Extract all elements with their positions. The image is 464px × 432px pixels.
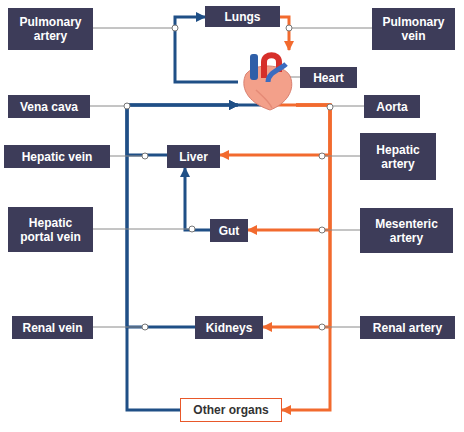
organ-box: Other organs: [180, 398, 282, 422]
node-text: Renal artery: [373, 321, 442, 335]
leader-dot: [142, 324, 148, 330]
leader-line: [93, 229, 192, 230]
artery-connector: [280, 17, 289, 50]
artery-connector: [263, 105, 330, 327]
leader-line: [90, 106, 127, 107]
label-box: Renal vein: [12, 316, 93, 339]
leader-line: [110, 156, 145, 157]
label-box: Hepatic artery: [360, 133, 436, 180]
label-box: Pulmonary artery: [8, 8, 93, 50]
leader-dot: [319, 153, 325, 159]
label-box: Hepatic vein: [4, 145, 110, 168]
node-text: Aorta: [376, 100, 407, 114]
artery-connector: [282, 105, 330, 410]
vein-connector: [127, 105, 238, 327]
heart-node: Heart: [238, 50, 296, 112]
leader-dot: [327, 104, 333, 110]
leader-dot: [286, 25, 292, 31]
heart-illustration: [238, 50, 296, 112]
label-box: Mesenteric artery: [360, 208, 453, 253]
label-box: Pulmonary vein: [372, 8, 455, 50]
leader-group: [90, 25, 372, 330]
vein-illustration: [250, 54, 258, 80]
leader-dot: [319, 324, 325, 330]
label-box: Heart: [300, 67, 357, 88]
organ-box: Kidneys: [195, 316, 263, 339]
leader-line: [93, 28, 175, 29]
artery-connector: [220, 105, 330, 155]
label-box: Hepatic portal vein: [8, 207, 93, 252]
leader-dot: [172, 25, 178, 31]
leader-dot: [319, 227, 325, 233]
leader-line: [93, 327, 145, 328]
vein-connector: [185, 168, 210, 230]
node-text: Liver: [179, 150, 208, 164]
label-box: Renal artery: [360, 316, 455, 339]
leader-line: [289, 28, 372, 29]
leader-dot: [189, 226, 195, 232]
node-text: Vena cava: [20, 100, 78, 114]
node-text: Kidneys: [206, 321, 253, 335]
node-text: Other organs: [193, 403, 268, 417]
node-text: Hepatic vein: [22, 150, 93, 164]
label-box: Aorta: [364, 95, 420, 118]
leader-dot: [142, 153, 148, 159]
label-box: Vena cava: [8, 95, 90, 118]
leader-line: [322, 230, 360, 231]
leader-line: [322, 156, 360, 157]
organ-box: Lungs: [205, 6, 280, 27]
organ-box: Gut: [210, 219, 248, 242]
node-text: Pulmonary vein: [376, 15, 451, 43]
artery-illustration: [268, 64, 286, 82]
leader-dot: [124, 103, 130, 109]
node-text: Lungs: [225, 10, 261, 24]
node-text: Mesenteric artery: [364, 217, 449, 245]
node-text: Pulmonary artery: [12, 15, 89, 43]
node-text: Gut: [219, 224, 240, 238]
vein-connector: [127, 105, 238, 410]
artery-connector: [248, 105, 330, 230]
leader-line: [330, 106, 364, 107]
node-text: Renal vein: [22, 321, 82, 335]
organ-box: Liver: [167, 145, 220, 168]
node-text: Hepatic portal vein: [12, 216, 89, 244]
heart-groove: [256, 90, 272, 108]
leader-line: [322, 327, 360, 328]
node-text: Hepatic artery: [364, 143, 432, 171]
